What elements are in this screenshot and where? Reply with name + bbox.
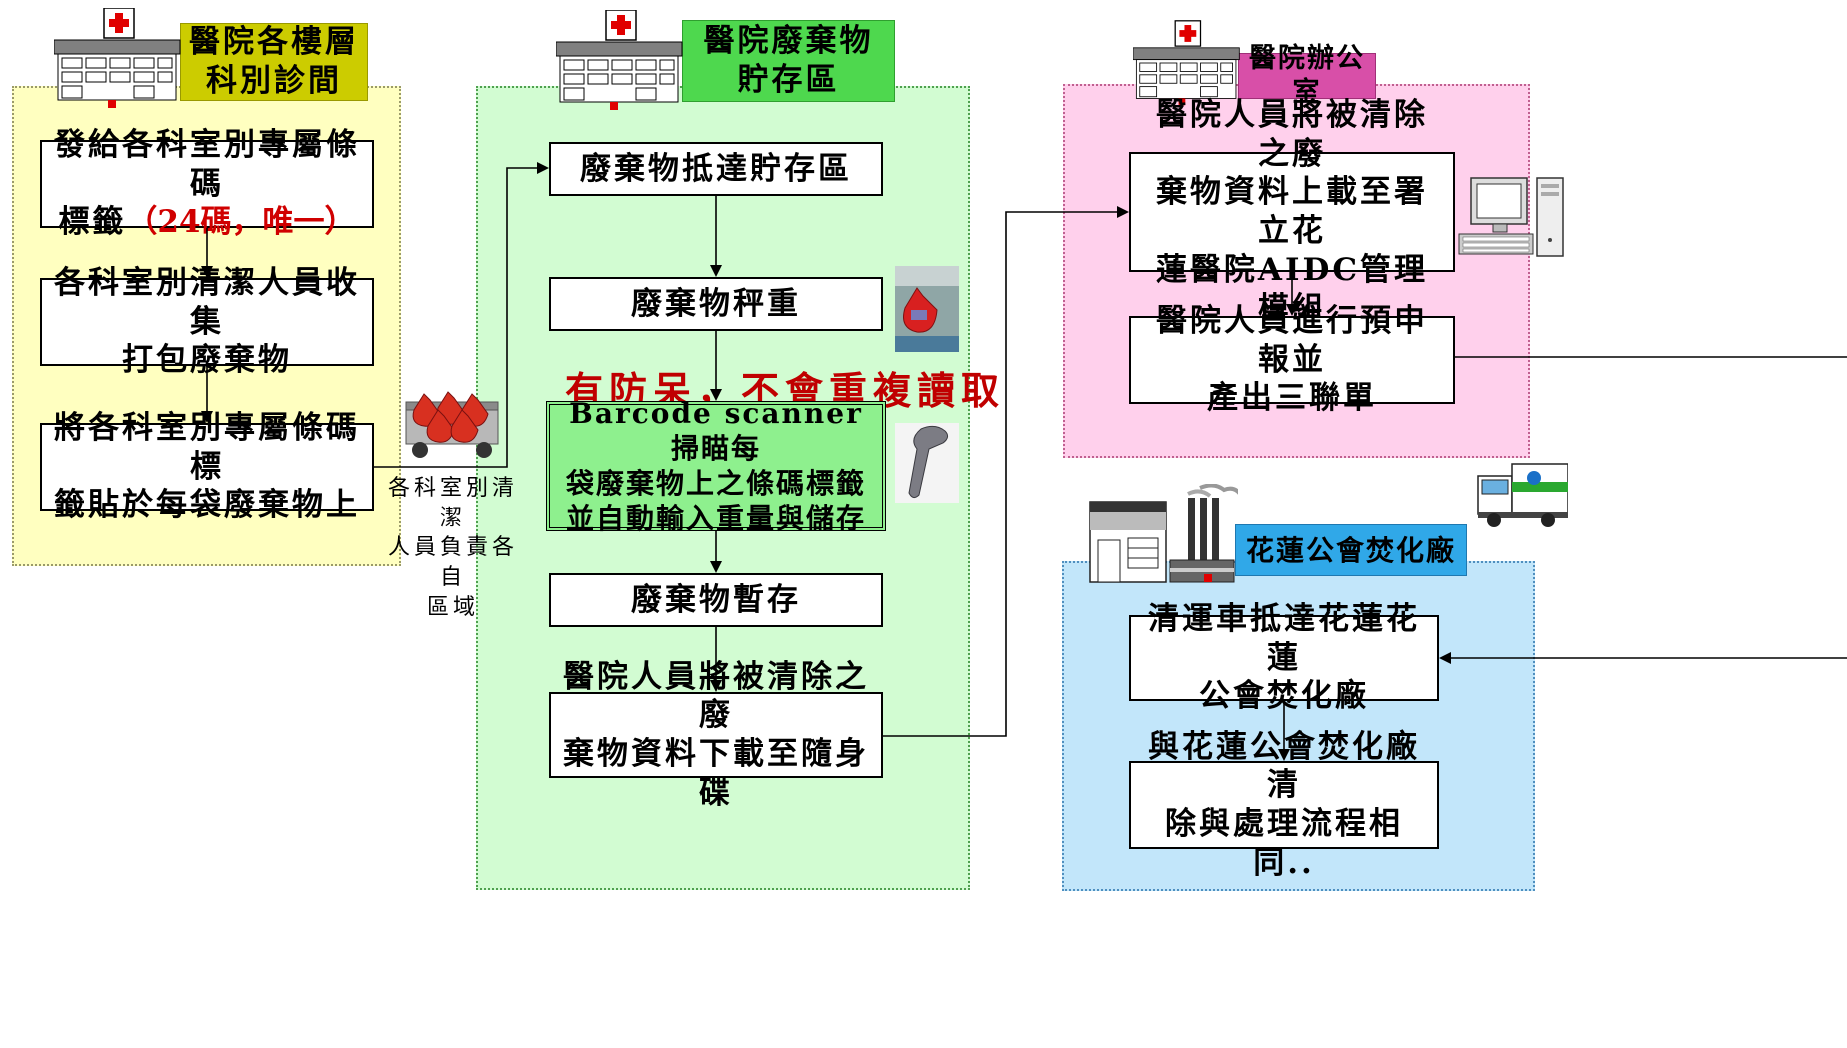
garbage-truck-icon [1477,463,1568,527]
dept-step-issue-barcode: 發給各科室別專屬條碼 標籤（24碼，唯一） [40,127,374,240]
dept-step1-line2: 標籤（24碼，唯一） [58,203,355,242]
cart-caption: 各科室別清潔 人員負責各自 區域 [380,474,526,622]
storage-step1-text: 廢棄物抵達貯存區 [580,150,852,187]
incinerator-header-text: 花蓮公會焚化廠 [1245,533,1456,567]
scan-line1: Barcode scanner掃瞄每 [569,397,863,465]
scan-line3: 並自動輸入重量與儲存 [565,502,866,535]
computer-icon [1458,177,1564,257]
office-header-text: 醫院辦公室 [1249,43,1365,108]
cart-caption-line1: 各科室別清潔 [387,476,518,531]
dept-step1-line2-prefix: 標籤 [58,204,127,241]
scan-line2: 袋廢棄物上之條碼標籤 [565,467,866,500]
storage-header-line2: 貯存區 [737,62,840,98]
cart-caption-line2: 人員負責各自 [387,535,518,591]
incinerator-factory-icon [1089,484,1238,583]
barcode-scanner-icon [895,423,959,503]
departments-header: 醫院各樓層 科別診間 [180,23,368,101]
barcode-spec-highlight: （24碼，唯一） [126,204,356,241]
storage-step-download-usb: 醫院人員將被清除之廢 棄物資料下載至隨身碟 [549,659,883,811]
incinerator-step2-line2: 除與處理流程相同.. [1165,806,1403,881]
storage-step2-text: 廢棄物秤重 [631,285,801,322]
arrow-storage-to-office [883,206,1129,737]
storage-header: 醫院廢棄物 貯存區 [682,20,895,102]
waste-bag-photo-icon [895,266,959,352]
incinerator-step1-line1: 清運車抵達花蓮花蓮 [1148,600,1420,676]
storage-step4-text: 廢棄物暫存 [631,581,801,618]
incinerator-step-truck-arrival: 清運車抵達花蓮花蓮 公會焚化廠 [1129,601,1439,714]
office-step-upload-aidc: 醫院人員將被清除之廢 棄物資料上載至署立花 蓮醫院AIDC管理模組 [1129,97,1455,327]
dept-step2-line2: 打包廢棄物 [122,342,292,379]
storage-header-line1: 醫院廢棄物 [703,23,874,60]
dept-step3-line2: 籤貼於每袋廢棄物上 [54,487,360,524]
storage-step-arrival: 廢棄物抵達貯存區 [549,142,883,196]
storage-step-temp-store: 廢棄物暫存 [549,573,883,627]
dept-step1-line1: 發給各科室別專屬條碼 [54,126,360,202]
hospital-building-icon [1133,20,1240,106]
office-step1-line2: 棄物資料上載至署立花 [1156,174,1428,249]
office-step2-line2: 產出三聯單 [1207,380,1377,417]
incinerator-step-same-process: 與花蓮公會焚化廠清 除與處理流程相同.. [1129,729,1439,881]
incinerator-header: 花蓮公會焚化廠 [1235,524,1467,576]
incinerator-step1-line2: 公會焚化廠 [1199,678,1369,715]
storage-step-weigh: 廢棄物秤重 [549,277,883,331]
office-header: 醫院辦公室 [1238,43,1376,108]
cart-caption-line3: 區域 [426,594,479,620]
waste-cart-icon [405,391,499,458]
storage-step-barcode-scan: Barcode scanner掃瞄每 袋廢棄物上之條碼標籤 並自動輸入重量與儲存 [546,397,886,535]
departments-header-line2: 科別診間 [206,63,342,99]
dept-step-attach-labels: 將各科室別專屬條碼標 籤貼於每袋廢棄物上 [40,410,374,523]
storage-step5-line1: 醫院人員將被清除之廢 [563,658,869,734]
hospital-building-icon [54,8,181,108]
hospital-building-icon [556,10,683,110]
office-step1-line1: 醫院人員將被清除之廢 [1156,96,1428,172]
storage-step5-line2: 棄物資料下載至隨身碟 [563,736,869,811]
office-step1-line3: 蓮醫院AIDC管理模組 [1155,251,1429,327]
departments-header-line1: 醫院各樓層 [189,24,359,61]
arrow-dept-to-storage [374,162,549,468]
